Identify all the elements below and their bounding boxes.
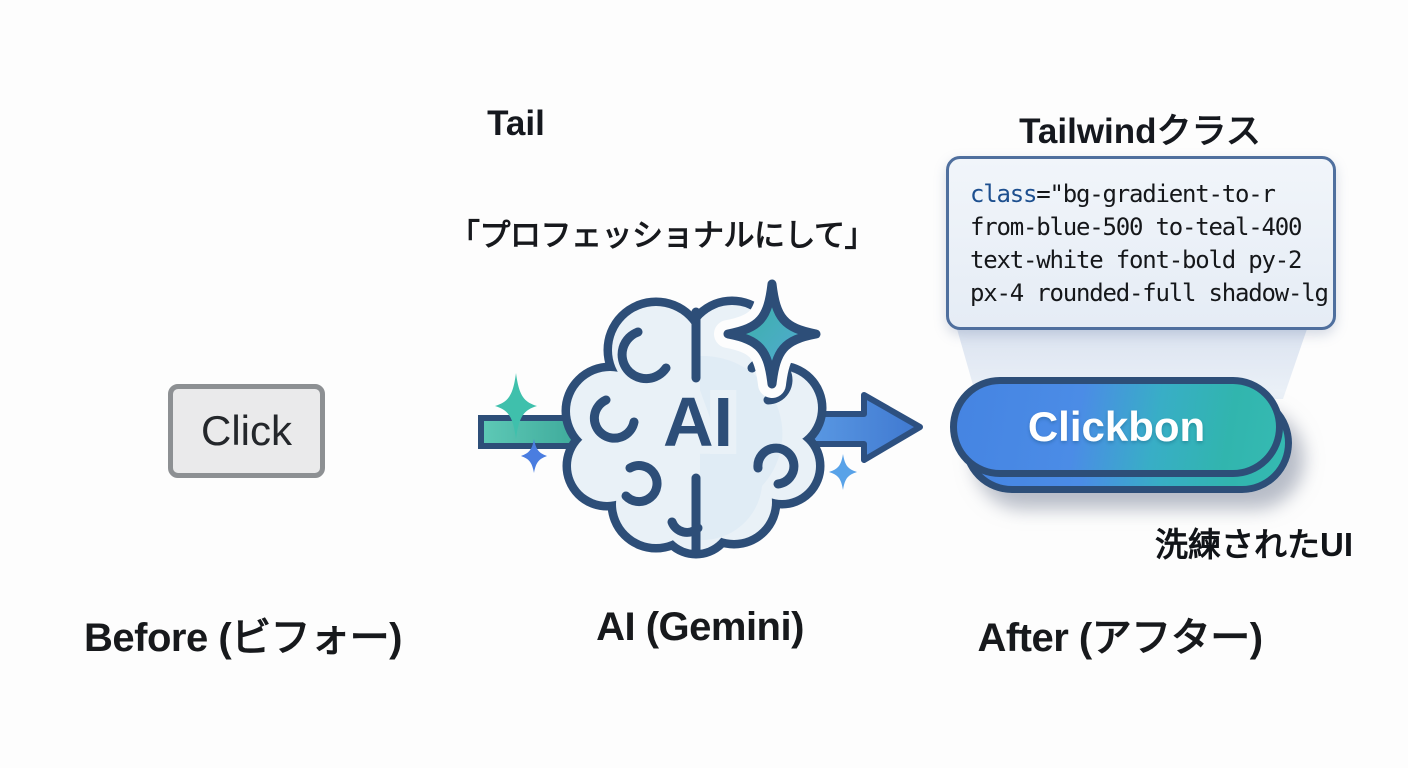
- ai-label: AI: [663, 383, 733, 461]
- code-line-3: text-white font-bold py-2: [970, 246, 1302, 274]
- before-click-button[interactable]: Click: [168, 384, 325, 478]
- teal-sparkle-icon: [495, 373, 537, 439]
- blue-sparkle-left-icon: [521, 439, 547, 473]
- ai-caption: AI (Gemini): [596, 605, 804, 649]
- after-button-group: Clickbon: [950, 377, 1292, 493]
- prompt-text: 「プロフェッショナルにして」: [448, 218, 876, 253]
- blue-sparkle-right-icon: [829, 454, 857, 490]
- tailwind-code-box: class="bg-gradient-to-r from-blue-500 to…: [946, 156, 1336, 330]
- code-line-1: class="bg-gradient-to-r: [970, 178, 1333, 211]
- tailwind-heading: Tailwindクラス: [1019, 112, 1261, 151]
- code-line-4: px-4 rounded-full shadow-lg: [970, 279, 1329, 307]
- after-caption: After (アフター): [977, 616, 1263, 660]
- code-line-2: from-blue-500 to-teal-400: [970, 213, 1302, 241]
- refined-ui-note: 洗練されたUI: [1155, 526, 1353, 563]
- large-sparkle-icon: [714, 270, 830, 398]
- code-line-1-rest: ="bg-gradient-to-r: [1036, 180, 1276, 208]
- prompt-heading: Tail: [487, 104, 545, 143]
- before-caption: Before (ビフォー): [84, 616, 402, 660]
- after-clickbon-button[interactable]: Clickbon: [950, 377, 1283, 477]
- code-keyword: class: [970, 180, 1037, 208]
- ai-brain-illustration: AI: [478, 270, 923, 559]
